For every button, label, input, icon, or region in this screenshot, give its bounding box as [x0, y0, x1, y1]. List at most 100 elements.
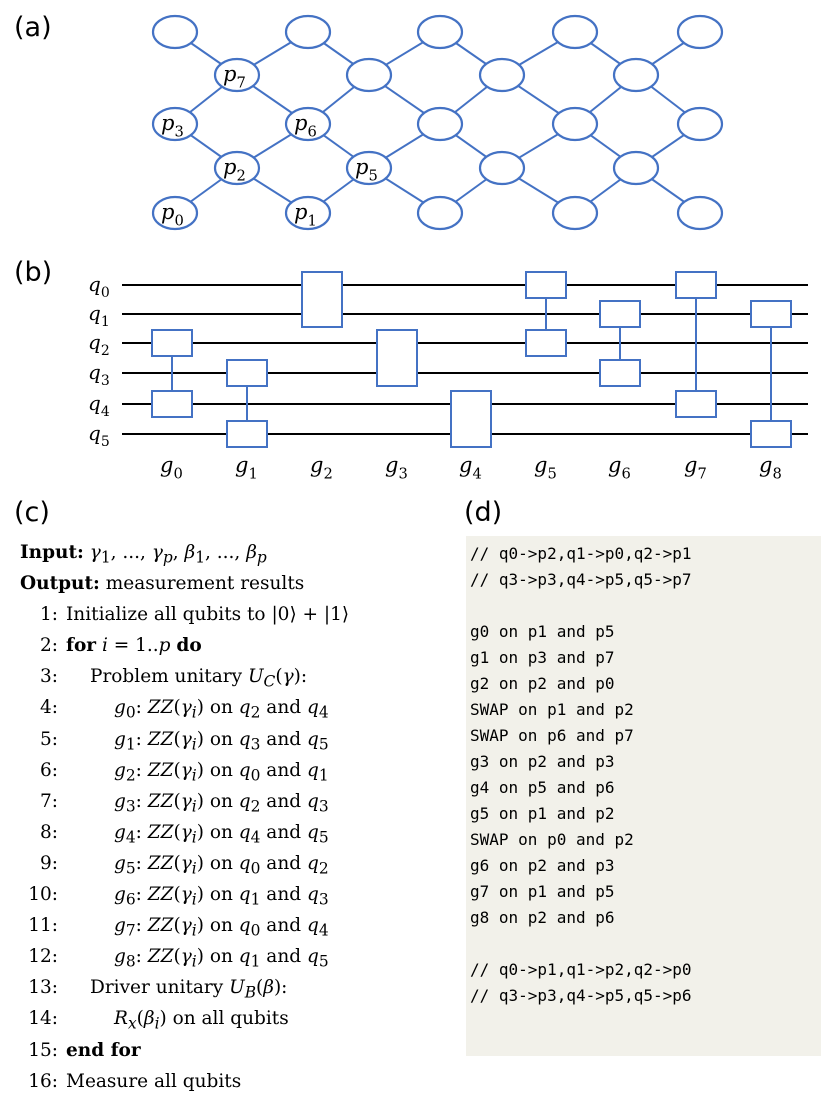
gate-box [226, 420, 268, 448]
gate-box [301, 271, 343, 328]
code-line [470, 931, 821, 957]
qubit-label-q0: q0 [88, 272, 110, 301]
qubit-label-q1: q1 [88, 301, 110, 330]
algorithm-input: Input: γ1, ..., γp, β1, ..., βp [20, 537, 450, 568]
output-label: Output: [20, 573, 100, 595]
line-number: 14: [28, 1008, 58, 1030]
algorithm-line: 8: g4: ZZ(γi) on q4 and q5 [20, 817, 450, 848]
algorithm-line: 14: Rx(βi) on all qubits [20, 1003, 450, 1034]
gate-box [525, 329, 567, 357]
graph-node [345, 57, 393, 93]
algorithm-line: 11:g7: ZZ(γi) on q0 and q4 [20, 910, 450, 941]
gate-box [599, 300, 641, 328]
code-line: g6 on p2 and p3 [470, 856, 615, 875]
code-block: // q0->p2,q1->p0,q2->p1 // q3->p3,q4->p5,… [466, 536, 821, 1056]
line-number: 1: [39, 604, 58, 626]
graph-node [676, 14, 724, 50]
graph-node [284, 195, 332, 231]
graph-node [676, 195, 724, 231]
node-label-p7: p7 [223, 62, 246, 91]
code-line: SWAP on p6 and p7 [470, 726, 634, 745]
qubit-label-q5: q5 [88, 421, 110, 450]
code-line: SWAP on p0 and p2 [470, 830, 634, 849]
node-label-p3: p3 [161, 111, 184, 140]
line-text: Driver unitary UB(β): [90, 977, 288, 1002]
code-line: // q0->p2,q1->p0,q2->p1 [470, 544, 692, 563]
line-number: 16: [28, 1070, 58, 1092]
node-label-p5: p5 [355, 155, 378, 184]
code-line: g7 on p1 and p5 [470, 882, 615, 901]
graph-node [676, 106, 724, 142]
code-line: // q3->p3,q4->p5,q5->p7 [470, 570, 692, 589]
algorithm-line: 7: g3: ZZ(γi) on q2 and q3 [20, 786, 450, 817]
gate-box [675, 271, 717, 299]
line-number: 2: [39, 635, 58, 657]
gate-box [151, 390, 193, 418]
panel-label-b: (b) [14, 257, 53, 288]
line-number: 4: [39, 697, 58, 719]
code-line: g3 on p2 and p3 [470, 752, 615, 771]
graph-node [551, 14, 599, 50]
gate-label-g8: g8 [759, 453, 782, 482]
line-number: 7: [39, 790, 58, 812]
line-number: 10: [28, 884, 58, 906]
gate-box [450, 390, 492, 448]
line-text: Initialize all qubits to |0⟩ + |1⟩ [66, 604, 350, 626]
graph-node [551, 106, 599, 142]
graph-node [416, 14, 464, 50]
algorithm-line: 5:g1: ZZ(γi) on q3 and q5 [20, 724, 450, 755]
graph-node [612, 150, 660, 186]
algorithm-line: 10:g6: ZZ(γi) on q1 and q3 [20, 879, 450, 910]
code-line: // q3->p3,q4->p5,q5->p6 [470, 986, 692, 1005]
code-line: g2 on p2 and p0 [470, 674, 615, 693]
gate-box [376, 329, 418, 387]
algorithm: Input: γ1, ..., γp, β1, ..., βp Output: … [20, 537, 450, 1097]
input-value: γ1, ..., γp, β1, ..., βp [89, 542, 267, 567]
qubit-label-q3: q3 [88, 360, 110, 389]
line-text: g4: ZZ(γi) on q4 and q5 [114, 821, 329, 847]
line-text: Rx(βi) on all qubits [114, 1008, 289, 1034]
algorithm-line: 1: Initialize all qubits to |0⟩ + |1⟩ [20, 599, 450, 630]
line-text: Problem unitary UC(γ): [90, 666, 308, 692]
graph-node [478, 150, 526, 186]
line-text: g8: ZZ(γi) on q1 and q5 [114, 946, 329, 971]
graph-node [213, 150, 261, 186]
graph-node [284, 106, 332, 142]
graph-node [151, 14, 199, 50]
line-number: 13: [28, 977, 58, 999]
qubit-label-q4: q4 [88, 391, 110, 420]
line-text: g3: ZZ(γi) on q2 and q3 [114, 790, 329, 816]
gate-label-g1: g1 [235, 453, 258, 482]
code-line [470, 593, 821, 619]
graph-node [478, 57, 526, 93]
gate-label-g3: g3 [385, 453, 408, 482]
node-label-p1: p1 [294, 200, 317, 229]
code-line: SWAP on p1 and p2 [470, 700, 634, 719]
graph-node [416, 106, 464, 142]
algorithm-line: 16:Measure all qubits [20, 1066, 450, 1097]
line-number: 12: [28, 946, 58, 968]
gate-label-g5: g5 [534, 453, 557, 482]
input-label: Input: [20, 542, 84, 563]
code-line: g8 on p2 and p6 [470, 908, 615, 927]
algorithm-line: 6:g2: ZZ(γi) on q0 and q1 [20, 755, 450, 786]
line-number: 8: [39, 821, 58, 843]
algorithm-line: 3:Problem unitary UC(γ): [20, 661, 450, 692]
code-line: g4 on p5 and p6 [470, 778, 615, 797]
algorithm-line: 13: Driver unitary UB(β): [20, 972, 450, 1003]
graph-node [551, 195, 599, 231]
line-text: g1: ZZ(γi) on q3 and q5 [114, 728, 329, 754]
gate-label-g0: g0 [160, 453, 183, 482]
panel-label-d: (d) [464, 497, 503, 528]
node-label-p0: p0 [161, 200, 184, 229]
graph-node [151, 195, 199, 231]
graph-node [345, 150, 393, 186]
code-line: g0 on p1 and p5 [470, 622, 615, 641]
gate-box [226, 359, 268, 387]
code-line: g5 on p1 and p2 [470, 804, 615, 823]
gate-label-g4: g4 [459, 453, 482, 482]
output-value: measurement results [105, 573, 305, 595]
code-line: // q0->p1,q1->p2,q2->p0 [470, 960, 692, 979]
panel-label-a: (a) [14, 12, 52, 43]
